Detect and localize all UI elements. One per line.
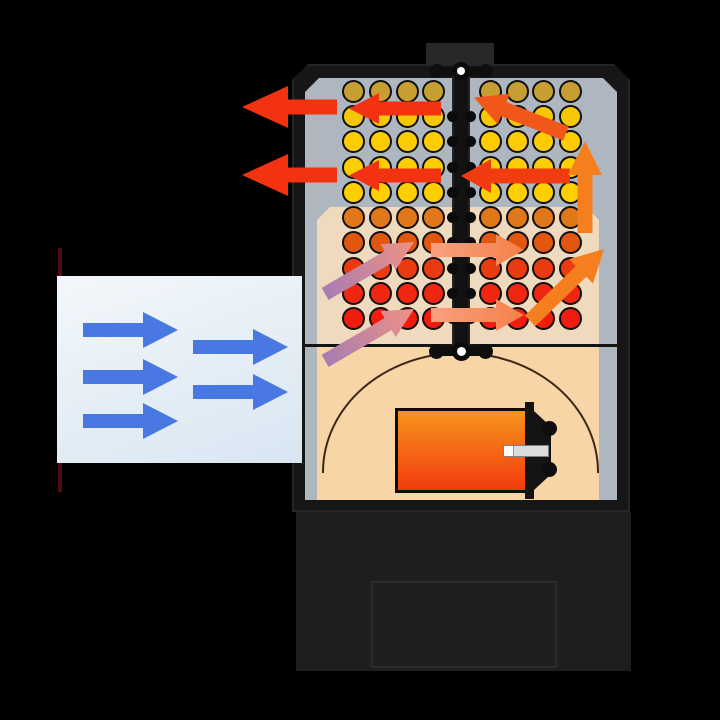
damper-rod-bolt: [464, 135, 476, 147]
upper-exchanger-hole: [558, 79, 582, 103]
damper-rod-bolt: [464, 186, 476, 198]
damper-rod-bolt: [446, 161, 458, 173]
middle-exchanger-hole: [478, 256, 502, 280]
middle-exchanger-hole: [421, 205, 445, 229]
door-hinge-knob: [542, 421, 557, 436]
damper-rod-bolt: [446, 186, 458, 198]
middle-exchanger-hole: [478, 205, 502, 229]
middle-exchanger-hole: [341, 306, 365, 330]
bottom-pivot-dot: [457, 347, 466, 356]
upper-exchanger-hole: [421, 79, 445, 103]
upper-exchanger-hole: [395, 180, 419, 204]
top-pivot-dot: [457, 67, 465, 75]
upper-exchanger-hole: [531, 180, 555, 204]
middle-exchanger-hole: [341, 230, 365, 254]
damper-rod-bolt: [446, 110, 458, 122]
damper-rod-bolt: [464, 236, 476, 248]
upper-exchanger-hole: [505, 79, 529, 103]
middle-exchanger-hole: [558, 306, 582, 330]
damper-rod-bolt: [446, 135, 458, 147]
middle-exchanger-hole: [421, 281, 445, 305]
damper-rod-bolt: [446, 262, 458, 274]
middle-exchanger-hole: [368, 281, 392, 305]
middle-exchanger-hole: [341, 205, 365, 229]
bottom-pivot-knob: [478, 344, 493, 359]
damper-rod-bolt: [464, 110, 476, 122]
middle-exchanger-hole: [395, 205, 419, 229]
upper-exchanger-hole: [395, 79, 419, 103]
upper-exchanger-hole: [531, 79, 555, 103]
middle-exchanger-hole: [368, 205, 392, 229]
middle-exchanger-hole: [505, 281, 529, 305]
damper-rod-bolt: [464, 262, 476, 274]
damper-rod-bolt: [464, 161, 476, 173]
middle-exchanger-hole: [505, 256, 529, 280]
upper-exchanger-hole: [478, 129, 502, 153]
middle-exchanger-hole: [505, 205, 529, 229]
middle-exchanger-hole: [478, 281, 502, 305]
upper-exchanger-hole: [558, 104, 582, 128]
middle-exchanger-hole: [421, 256, 445, 280]
middle-exchanger-hole: [531, 256, 555, 280]
upper-exchanger-hole: [341, 180, 365, 204]
bottom-pivot-knob: [429, 344, 444, 359]
door-hinge-knob: [542, 462, 557, 477]
upper-exchanger-hole: [395, 129, 419, 153]
damper-rod-bolt: [446, 287, 458, 299]
middle-exchanger-hole: [531, 230, 555, 254]
top-pivot-knob: [430, 64, 444, 78]
pedestal-door: [371, 581, 557, 668]
middle-exchanger-hole: [531, 205, 555, 229]
upper-exchanger-hole: [341, 129, 365, 153]
upper-exchanger-hole: [421, 180, 445, 204]
handle-end-cap: [504, 446, 514, 456]
damper-rod-bolt: [446, 211, 458, 223]
upper-exchanger-hole: [505, 129, 529, 153]
damper-rod-bolt: [446, 236, 458, 248]
damper-rod-bolt: [464, 211, 476, 223]
middle-exchanger-hole: [558, 230, 582, 254]
upper-exchanger-hole: [368, 129, 392, 153]
ash-pedestal: [296, 512, 631, 671]
upper-exchanger-hole: [341, 79, 365, 103]
top-pivot-knob: [479, 64, 493, 78]
upper-exchanger-hole: [505, 180, 529, 204]
upper-exchanger-hole: [421, 129, 445, 153]
firebox-door-handle: [503, 445, 549, 457]
cold-air-intake-box: [57, 276, 302, 463]
damper-rod-bolt: [464, 287, 476, 299]
middle-exchanger-hole: [395, 281, 419, 305]
